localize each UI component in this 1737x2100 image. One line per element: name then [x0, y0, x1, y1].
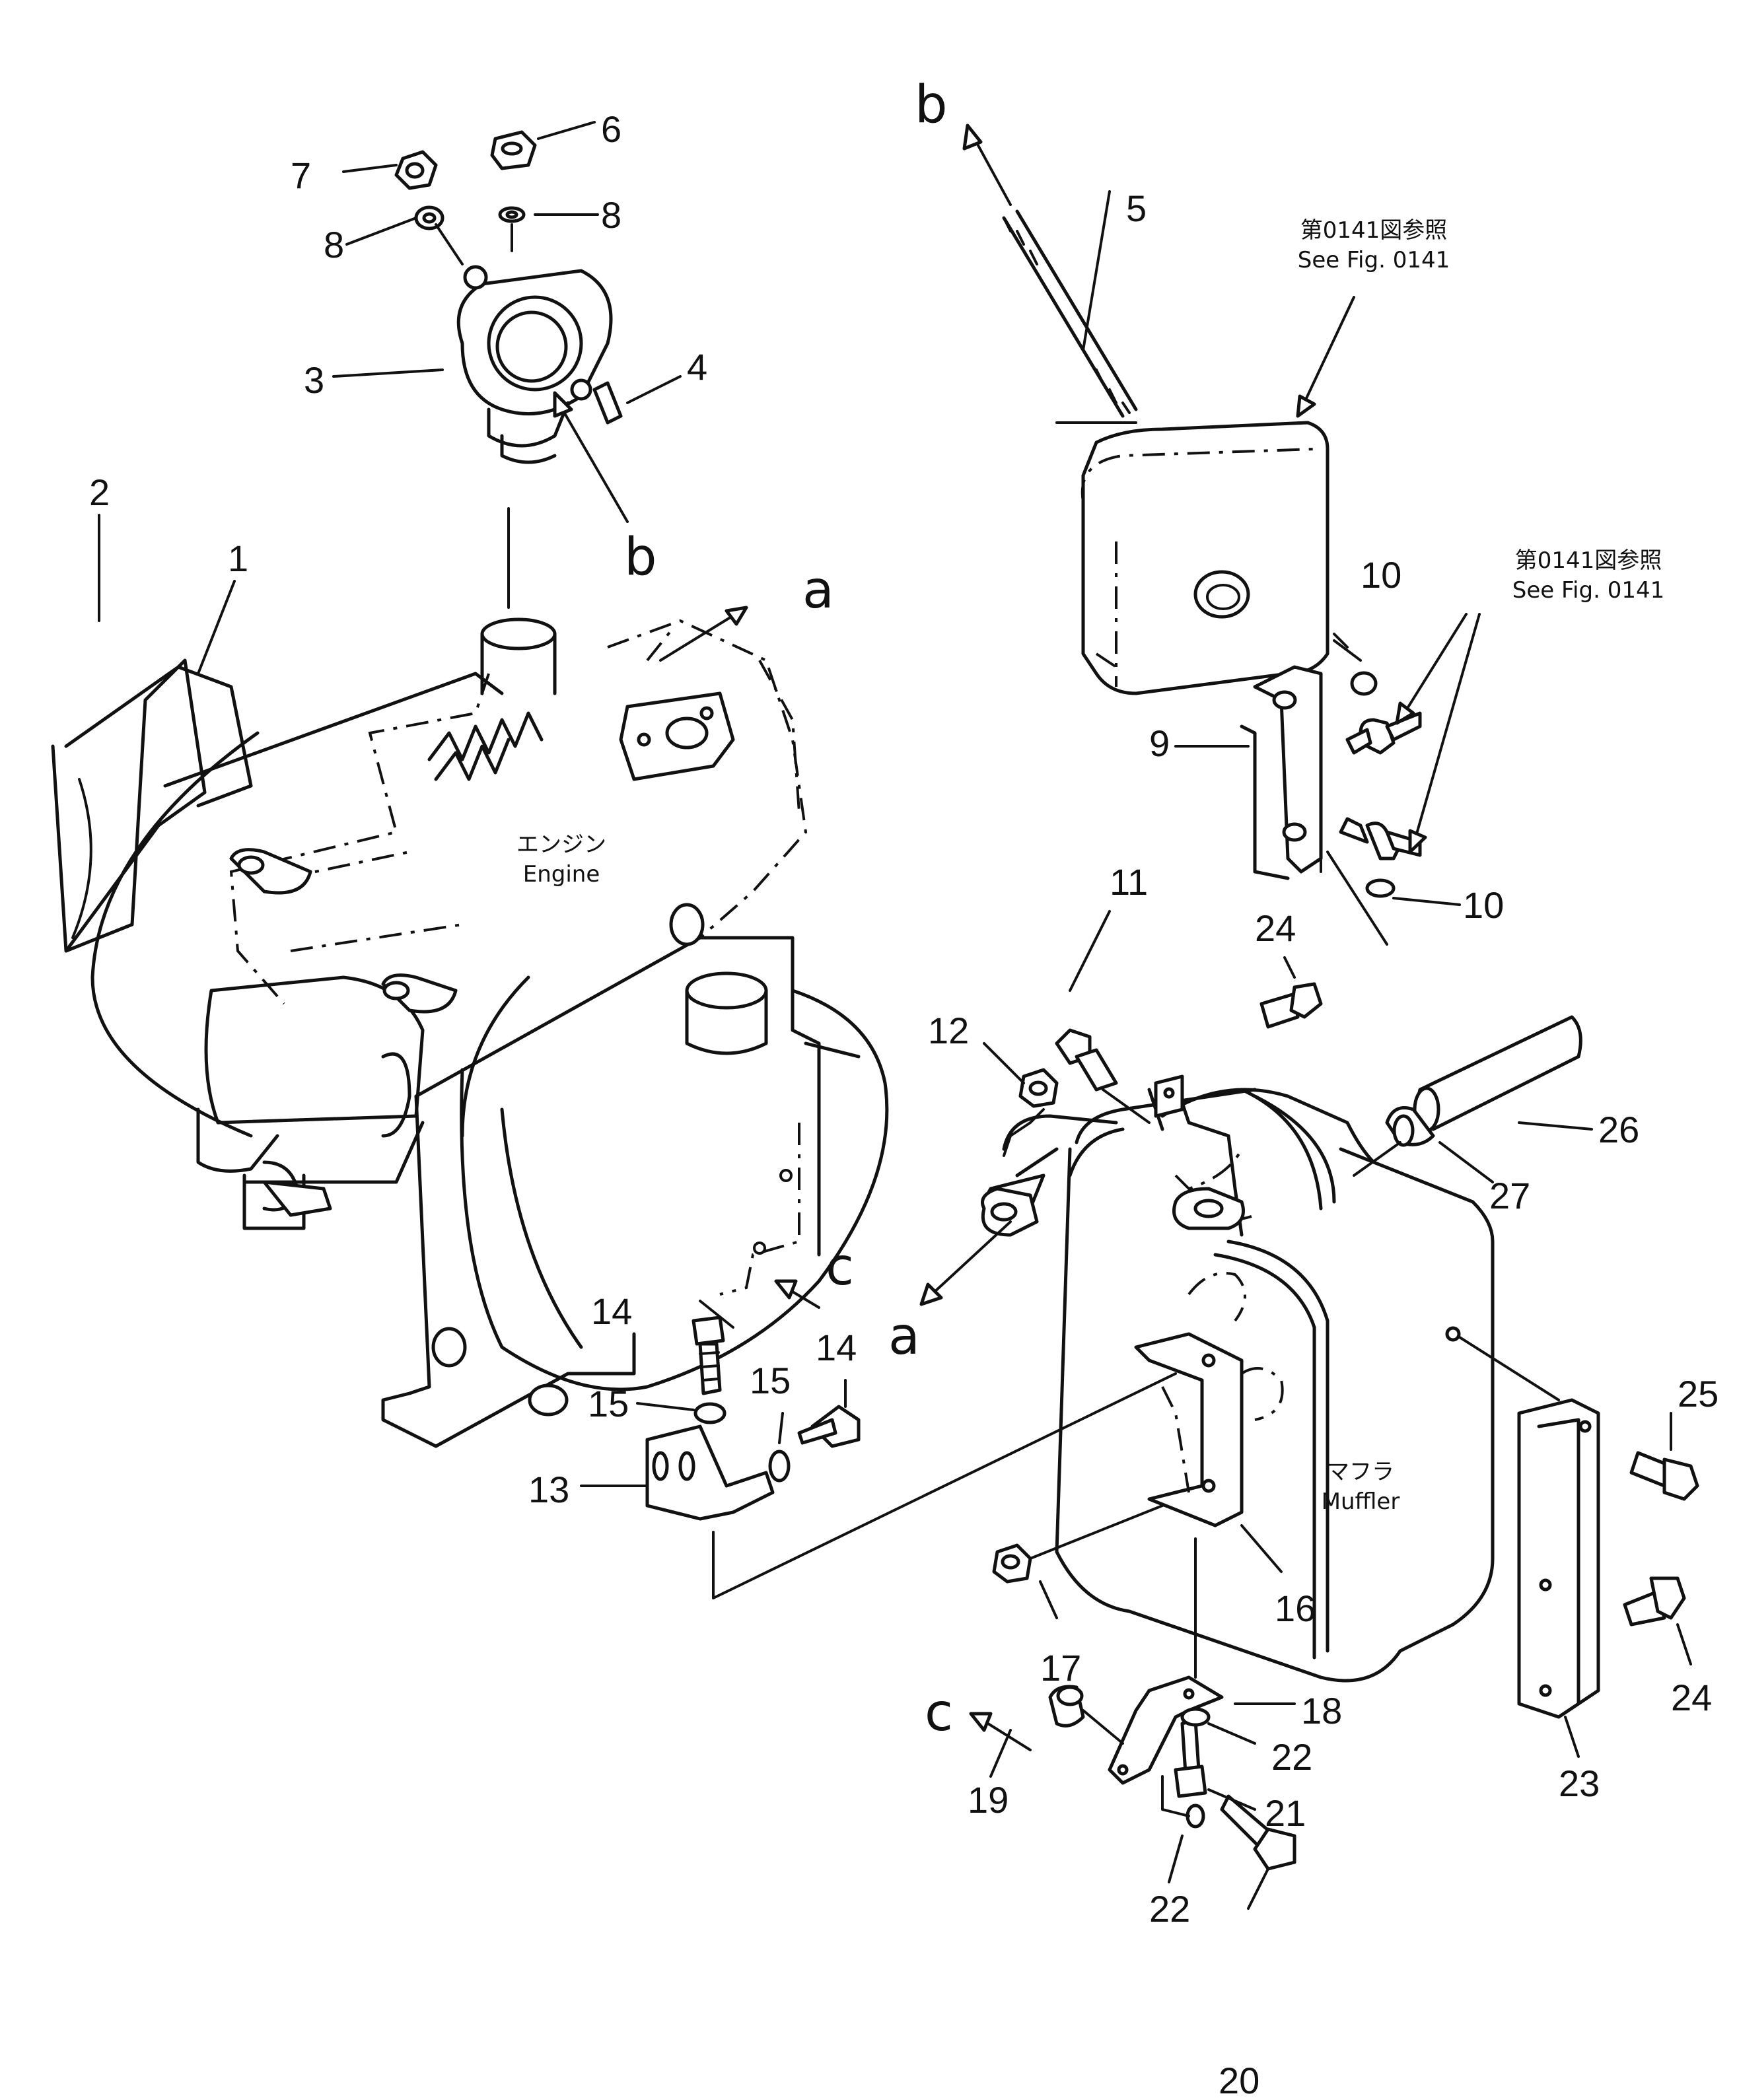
part-number-15b: 15	[750, 1360, 791, 1401]
part-number-22a: 22	[1271, 1736, 1312, 1778]
part-number-16: 16	[1275, 1588, 1316, 1629]
part-number-21: 21	[1265, 1792, 1306, 1834]
part-number-20: 20	[1219, 2060, 1259, 2100]
part-number-8b: 8	[601, 194, 621, 236]
reference-note-top-en: See Fig. 0141	[1298, 247, 1450, 273]
callout-letters: b b a a c c	[624, 75, 953, 1743]
part-number-27: 27	[1489, 1175, 1530, 1216]
part-number-23: 23	[1559, 1763, 1600, 1804]
part-number-13: 13	[528, 1469, 569, 1510]
part-number-14a: 14	[591, 1290, 632, 1332]
part-number-14b: 14	[816, 1327, 857, 1368]
part-number-1: 1	[228, 538, 248, 579]
leader-lines	[98, 121, 1692, 1910]
part-number-25: 25	[1678, 1373, 1719, 1415]
callout-c-bracket: c	[925, 1683, 953, 1743]
elbow-assembly	[394, 130, 623, 464]
muffler-drawing: マフラ Muffler	[981, 1074, 1560, 1683]
part-number-24a: 24	[1255, 907, 1296, 949]
part-number-11: 11	[1110, 861, 1148, 903]
callout-b-elbow: b	[624, 528, 657, 587]
engine-drawing: エンジン Engine	[51, 507, 889, 1448]
part-number-4: 4	[687, 346, 707, 388]
reference-note-right-en: See Fig. 0141	[1512, 577, 1664, 604]
reference-note-top-jp: 第0141図参照	[1300, 217, 1448, 244]
bracket-drawings	[645, 982, 1699, 1871]
part-number-18: 18	[1301, 1690, 1342, 1732]
part-number-3: 3	[304, 359, 324, 401]
part-number-5: 5	[1126, 188, 1147, 229]
air-cleaner-drawing	[1002, 209, 1422, 946]
part-number-22b: 22	[1149, 1888, 1190, 1930]
reference-note-right-jp: 第0141図参照	[1515, 547, 1662, 574]
part-number-2: 2	[89, 472, 110, 513]
part-number-26: 26	[1598, 1109, 1639, 1150]
part-number-17: 17	[1040, 1647, 1081, 1689]
callout-b-top: b	[915, 75, 948, 135]
part-numbers: 1 2 3 4 5 6 7 8 8 9 10 10 11 12 13 14 14…	[89, 108, 1719, 2100]
part-number-24b: 24	[1671, 1677, 1712, 1718]
callout-c-engine: c	[826, 1238, 854, 1297]
callout-a-pipe: a	[888, 1307, 920, 1366]
part-number-6: 6	[601, 108, 621, 150]
part-number-19: 19	[968, 1779, 1009, 1821]
part-number-12: 12	[928, 1010, 969, 1051]
part-number-9: 9	[1149, 722, 1170, 764]
part-number-10b: 10	[1463, 884, 1504, 926]
engine-label-jp: エンジン	[516, 831, 606, 858]
part-number-15a: 15	[588, 1383, 629, 1424]
reference-notes: 第0141図参照 See Fig. 0141 第0141図参照 See Fig.…	[1298, 217, 1664, 604]
muffler-label-en: Muffler	[1322, 1488, 1400, 1515]
engine-label-en: Engine	[523, 861, 600, 888]
part-number-10a: 10	[1361, 554, 1401, 596]
callout-a-engine: a	[802, 561, 834, 620]
muffler-label-jp: マフラ	[1327, 1459, 1394, 1485]
part-number-7: 7	[291, 155, 311, 196]
part-number-8a: 8	[324, 224, 344, 265]
